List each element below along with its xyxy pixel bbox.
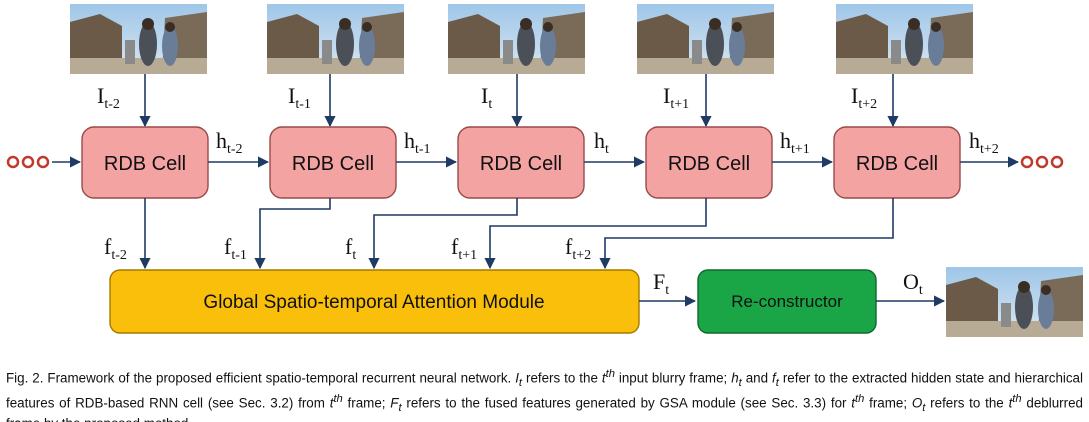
feature-arrow — [484, 198, 707, 270]
gsa-module-label: Global Spatio-temporal Attention Module — [203, 292, 544, 313]
feature-label: ft+1 — [451, 234, 477, 263]
hidden-state-label: ht-1 — [404, 128, 431, 157]
input-label: It — [481, 83, 492, 112]
rdb-cell-label: RDB Cell — [480, 153, 562, 175]
input-frame-image — [267, 4, 404, 74]
feature-label: ft-1 — [224, 234, 247, 263]
hidden-state-label: ht+2 — [969, 128, 999, 157]
output-label: Ot — [903, 269, 923, 298]
input-frame-image — [448, 4, 585, 74]
input-label: It+1 — [663, 83, 689, 112]
output-frame-image — [946, 267, 1083, 337]
feature-arrow — [254, 198, 331, 270]
rdb-cell-label: RDB Cell — [668, 153, 750, 175]
hidden-state-label: ht — [594, 128, 609, 157]
rdb-cell-label: RDB Cell — [292, 153, 374, 175]
feature-label: ft-2 — [104, 234, 127, 263]
input-frame-image — [836, 4, 973, 74]
rdb-cell-label: RDB Cell — [104, 153, 186, 175]
input-label: It+2 — [851, 83, 877, 112]
feature-arrow — [599, 198, 894, 270]
input-frame-image — [70, 4, 207, 74]
input-label: It-2 — [97, 83, 120, 112]
input-frame-image — [637, 4, 774, 74]
input-label: It-1 — [288, 83, 311, 112]
feature-label: ft+2 — [565, 234, 591, 263]
hidden-state-label: ht+1 — [780, 128, 810, 157]
fused-feature-label: Ft — [653, 269, 669, 298]
rdb-cell-label: RDB Cell — [856, 153, 938, 175]
hidden-state-label: ht-2 — [216, 128, 243, 157]
reconstructor-label: Re-constructor — [731, 292, 843, 311]
ellipsis-right-icon — [1020, 155, 1064, 169]
figure-caption: Fig. 2. Framework of the proposed effici… — [6, 368, 1083, 422]
feature-label: ft — [345, 234, 356, 263]
ellipsis-left-icon — [6, 155, 50, 169]
feature-arrow — [368, 198, 518, 270]
